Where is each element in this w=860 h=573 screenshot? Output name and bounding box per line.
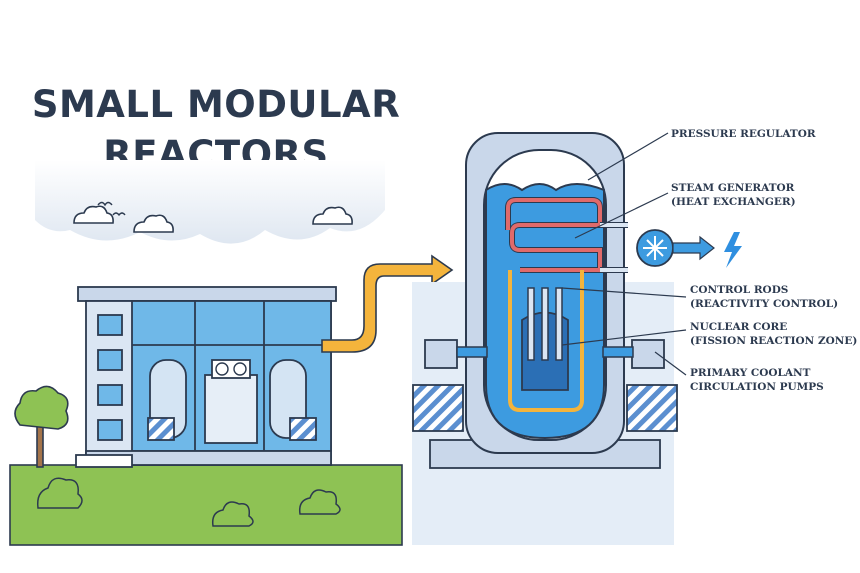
tree-icon: [14, 385, 69, 468]
cloud-icon: [133, 214, 174, 233]
label-line: PRIMARY COOLANT: [690, 367, 811, 379]
label-line: NUCLEAR CORE: [690, 321, 788, 333]
control-rods: [527, 287, 563, 361]
label-line: PRESSURE REGULATOR: [671, 128, 816, 140]
steam-generator: [505, 197, 628, 273]
label-steam-generator: STEAM GENERATOR (HEAT EXCHANGER): [671, 181, 796, 209]
label-nuclear-core: NUCLEAR CORE (FISSION REACTION ZONE): [690, 320, 857, 348]
sky-haze: [35, 160, 385, 244]
label-coolant-pumps: PRIMARY COOLANT CIRCULATION PUMPS: [690, 366, 824, 394]
bush-icon: [298, 489, 341, 515]
power-plant-building: [75, 286, 337, 468]
bush-icon: [36, 477, 83, 509]
label-line: (FISSION REACTION ZONE): [690, 335, 858, 347]
lightning-bolt-icon: [724, 232, 742, 268]
label-line: CIRCULATION PUMPS: [690, 381, 824, 393]
fan-icon: [215, 362, 247, 376]
label-control-rods: CONTROL RODS (REACTIVITY CONTROL): [690, 283, 838, 311]
label-line: (REACTIVITY CONTROL): [690, 298, 839, 310]
leader-lines: [561, 132, 687, 376]
cloud-icon: [312, 206, 353, 225]
cloud-icon: [73, 205, 114, 224]
label-line: STEAM GENERATOR: [671, 182, 795, 194]
energy-arrow: [672, 235, 715, 261]
title-line-1: SMALL MODULAR: [31, 83, 401, 126]
bush-icon: [211, 501, 254, 527]
bird-icon: [97, 201, 113, 207]
fan-icon: [636, 229, 674, 267]
flow-arrow: [321, 254, 454, 353]
page-title: SMALL MODULAR REACTORS: [26, 80, 406, 180]
bird-icon: [112, 212, 126, 217]
label-line: CONTROL RODS: [690, 284, 789, 296]
label-pressure-regulator: PRESSURE REGULATOR: [671, 127, 816, 141]
label-line: (HEAT EXCHANGER): [671, 196, 796, 208]
